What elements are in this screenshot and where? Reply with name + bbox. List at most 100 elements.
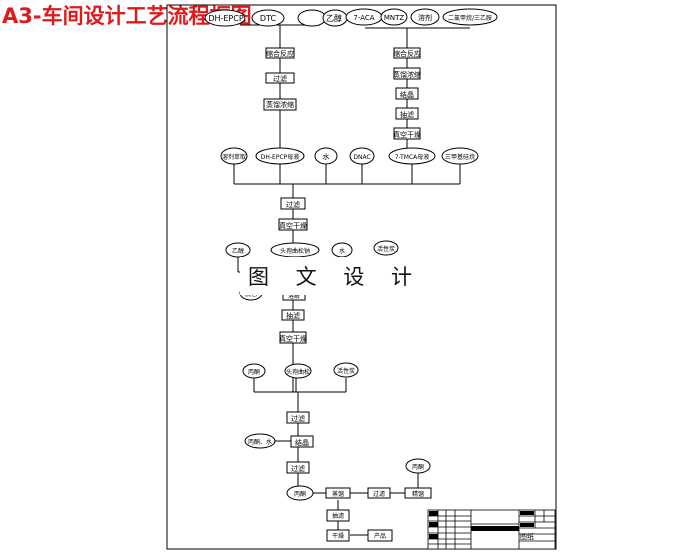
node-label: 过滤 [373,490,385,498]
node-label: 缩合反应 [266,49,294,58]
node-label: 结晶 [295,438,309,447]
node-label: 蒸馏浓缩 [393,70,421,79]
process-box [395,107,419,120]
process-box [326,509,350,522]
process-box [393,67,421,80]
input-ellipse [255,147,305,165]
process-box [281,309,305,321]
node-label: 水 [323,152,330,161]
input-ellipse [410,8,440,26]
process-box [265,47,295,59]
process-box [367,529,393,542]
process-box [367,487,391,499]
mid-chain-2 [279,309,307,344]
mid-chain [278,197,308,231]
input-ellipse [314,147,338,165]
node-label: 丙酮 [294,491,306,498]
right-chain [393,47,421,140]
node-label: 头孢曲松 [286,368,310,376]
node-label: 真空干燥 [279,221,307,230]
process-box [393,47,421,59]
node-label: 干燥 [332,532,344,540]
node-label: 抽滤 [286,311,300,320]
process-box [393,127,421,140]
node-label: 过滤 [291,464,305,473]
title-block-bar [520,511,534,515]
node-label: 7-TMCA母液 [395,153,430,161]
title-block [427,509,556,550]
input-ellipse [204,9,246,27]
input-ellipse [286,485,314,501]
title-block-bar [429,534,438,539]
node-label: 活性炭 [337,367,355,375]
node-label: 三甲基硅烷 [445,153,475,161]
input-ellipse [388,147,436,165]
input-ellipse [244,433,276,449]
node-label: 丙酮 [248,369,260,376]
process-box [395,87,419,100]
node-label: 真空干燥 [393,130,421,139]
node-label: 二氯甲烷/三乙胺 [448,14,492,22]
title-block-bar [429,511,438,516]
process-box [325,487,351,499]
bottom-chain [244,411,314,474]
node-label: 精馏 [412,490,424,498]
process-box [278,218,308,231]
node-label: 蒸馏浓缩 [266,100,294,109]
process-box [286,461,310,474]
node-label: 产品 [374,532,386,540]
left-chain [263,47,297,111]
input-ellipse [441,147,479,165]
input-ellipse [349,147,375,165]
bottom-loop [286,458,432,501]
drawing-frame [166,4,557,550]
node-label: 缩合反应 [393,49,421,58]
node-label: 过滤 [291,414,305,423]
mid-inputs [220,147,479,165]
input-ellipse [373,240,399,256]
node-label: DTC [260,14,277,23]
process-box [326,529,350,542]
node-label: DH-EPCP母液 [261,153,300,161]
input-ellipse [251,9,285,27]
input-ellipse [380,8,408,26]
node-label: DH-EPCP [208,14,244,23]
node-label: 溶解 [288,292,300,300]
node-label: 丙酮 [412,464,424,471]
node-label: 7-ACA [353,14,374,22]
process-box [286,411,310,424]
process-box [263,98,297,111]
node-label: 过滤 [286,200,300,209]
node-label: 乙醇 [326,13,342,23]
row2-inputs [225,240,399,258]
input-ellipse [220,147,248,165]
process-box [290,435,314,448]
final-chain [326,509,393,542]
watermark: 图 文 设 计 [240,257,430,295]
node-label: 乙醇 [232,247,244,255]
input-ellipse [225,242,251,258]
input-ellipse [333,362,359,378]
node-label: 头孢曲松钠 [280,247,310,255]
node-label: 过滤 [273,74,287,83]
process-box [265,72,295,84]
input-ellipse [242,363,266,379]
node-label: 活性炭 [377,245,395,253]
input-ellipse [297,9,327,27]
node-label: DNAC [353,154,370,161]
top-right-inputs [345,8,498,26]
row4-inputs [242,362,359,379]
node-label: 抽滤 [400,110,414,119]
top-left-inputs [204,9,348,27]
node-label: 丙酮、水 [248,438,272,446]
title-block-label: 图纸 [520,532,534,541]
node-label: 溶剂萃取 [222,153,246,161]
process-box [280,197,306,210]
node-label: 结晶 [400,90,414,99]
input-ellipse [405,458,431,474]
input-ellipse [284,363,312,379]
title-block-bar [429,522,438,527]
node-label: 蒸馏 [332,490,344,498]
process-box [279,331,307,344]
